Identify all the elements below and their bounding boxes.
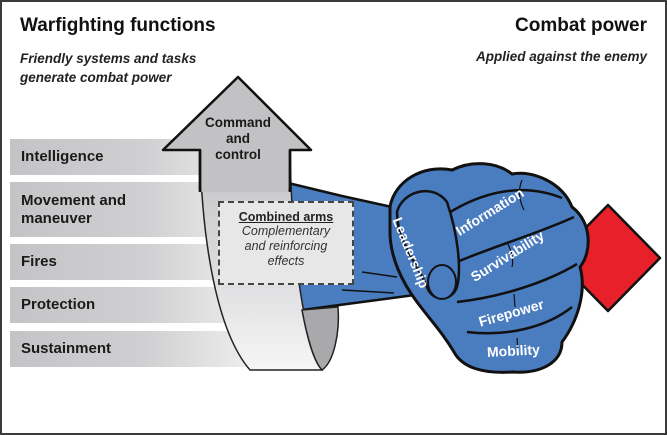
subtitle-line-2: generate combat power	[20, 70, 172, 85]
finger-line	[456, 215, 575, 264]
knuckle-mark	[516, 337, 519, 355]
c2-line-1: Command	[204, 115, 271, 130]
c2-line-2: and	[225, 131, 250, 146]
function-label: Fires	[21, 253, 57, 270]
function-label: Intelligence	[21, 148, 104, 165]
combat-power-title: Combat power	[515, 15, 647, 36]
combined-arms-line-3: effects	[267, 254, 305, 268]
c2-line-3: control	[215, 147, 261, 162]
function-bar-sustainment: Sustainment	[10, 331, 250, 367]
function-bar-protection: Protection	[10, 287, 250, 323]
combined-arms-heading: Combined arms	[238, 210, 334, 224]
combined-arms-line-1: Complementary	[241, 224, 331, 238]
function-label: Sustainment	[21, 340, 112, 357]
combat-power-subtitle: Applied against the enemy	[475, 49, 647, 64]
function-label: Protection	[21, 296, 96, 313]
finger-line	[456, 262, 578, 304]
arrow-shaft-curl	[301, 306, 340, 371]
knuckle-mark	[506, 241, 514, 268]
finger-line	[466, 306, 573, 335]
finger-line	[446, 188, 563, 216]
arm-crease	[341, 289, 395, 294]
warfighting-functions-subtitle: Friendly systems and tasks generate comb…	[20, 49, 196, 87]
warfighting-functions-title: Warfighting functions	[20, 15, 216, 36]
function-label: Movement and	[21, 191, 127, 209]
subtitle-line-1: Friendly systems and tasks	[20, 51, 197, 66]
combined-arms-box: Combined arms Complementary and reinforc…	[218, 201, 354, 285]
combined-arms-line-2: and reinforcing	[244, 239, 328, 253]
command-and-control-label: Command and control	[188, 115, 288, 163]
fist-label-mobility: Mobility	[486, 341, 541, 360]
thumbnail	[427, 264, 457, 300]
arrowhead-shaft-fill	[201, 142, 289, 192]
arm-crease	[361, 271, 398, 278]
function-label-line-2: maneuver	[21, 209, 92, 227]
knuckle-mark	[518, 179, 525, 211]
knuckle-mark	[513, 293, 516, 308]
